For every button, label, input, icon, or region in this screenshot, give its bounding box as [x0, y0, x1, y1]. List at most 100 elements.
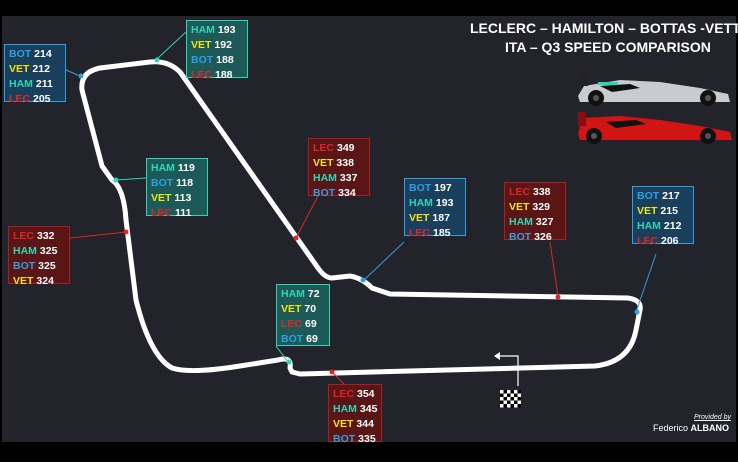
connector-line-3	[115, 177, 147, 181]
speed-value: 324	[36, 275, 54, 287]
credit-first-name: Federico	[653, 423, 689, 433]
speed-value: 206	[661, 235, 679, 247]
driver-code: HAM	[409, 197, 433, 209]
speed-value: 205	[33, 93, 51, 105]
speed-value: 118	[176, 177, 194, 189]
speed-value: 335	[358, 433, 376, 445]
driver-code: VET	[333, 418, 354, 430]
driver-code: LEC	[9, 93, 30, 105]
driver-code: HAM	[151, 162, 175, 174]
speed-value: 188	[215, 69, 233, 81]
connector-line-8	[635, 253, 657, 313]
credit-last-name: ALBANO	[690, 423, 730, 433]
speed-value: 197	[434, 182, 452, 194]
connector-line-2	[157, 31, 187, 59]
driver-code: VET	[9, 63, 30, 75]
speed-value: 193	[217, 24, 236, 36]
driver-code: VET	[13, 275, 34, 287]
track-point-5	[293, 235, 299, 241]
track-point-2	[154, 57, 160, 63]
checkered-flag-icon	[500, 390, 521, 408]
connector-line-6	[363, 241, 405, 281]
driver-code: VET	[151, 192, 172, 204]
speed-value: 212	[32, 63, 50, 75]
driver-code: BOT	[637, 190, 660, 202]
driver-code: VET	[281, 303, 302, 315]
speed-value: 119	[177, 162, 195, 174]
driver-code: LEC	[191, 69, 212, 81]
track-point-4	[123, 229, 129, 235]
driver-code: HAM	[637, 220, 661, 232]
track-outline	[79, 59, 643, 377]
ferrari-car-icon	[578, 112, 732, 144]
track-point-10	[329, 369, 335, 375]
track-point-1	[78, 73, 84, 79]
connector-line-10	[331, 371, 347, 387]
credit-author: Federico ALBANO	[653, 423, 729, 433]
connector-line-9	[275, 345, 289, 363]
speed-value: 188	[216, 54, 234, 66]
speed-value: 325	[39, 245, 58, 257]
connector-line-7	[549, 241, 559, 297]
start-arrow-icon	[494, 352, 519, 386]
speed-value: 325	[38, 260, 56, 272]
driver-code: BOT	[13, 260, 36, 272]
mercedes-car-icon	[578, 72, 730, 106]
speed-value: 338	[336, 157, 354, 169]
driver-code: BOT	[9, 48, 32, 60]
speed-value: 69	[305, 318, 317, 330]
driver-code: HAM	[509, 216, 533, 228]
driver-code: VET	[191, 39, 212, 51]
speed-value: 72	[307, 288, 320, 300]
speed-value: 334	[338, 187, 356, 199]
speed-value: 354	[357, 388, 375, 400]
speed-value: 344	[356, 418, 374, 430]
title-line-1: LECLERC – HAMILTON – BOTTAS -VETTEL	[470, 20, 738, 36]
credit-provided-by: Provided by	[694, 414, 731, 421]
title-line-2: ITA – Q3 SPEED COMPARISON	[505, 39, 711, 55]
speed-value: 70	[304, 303, 317, 315]
speed-value: 349	[337, 142, 355, 154]
driver-code: LEC	[13, 230, 34, 242]
track-point-9	[286, 359, 292, 365]
speed-value: 111	[175, 207, 192, 219]
driver-code: BOT	[313, 187, 336, 199]
driver-code: HAM	[191, 24, 215, 36]
connector-line-4	[69, 231, 127, 239]
driver-code: VET	[313, 157, 334, 169]
connector-line-5	[295, 195, 319, 239]
